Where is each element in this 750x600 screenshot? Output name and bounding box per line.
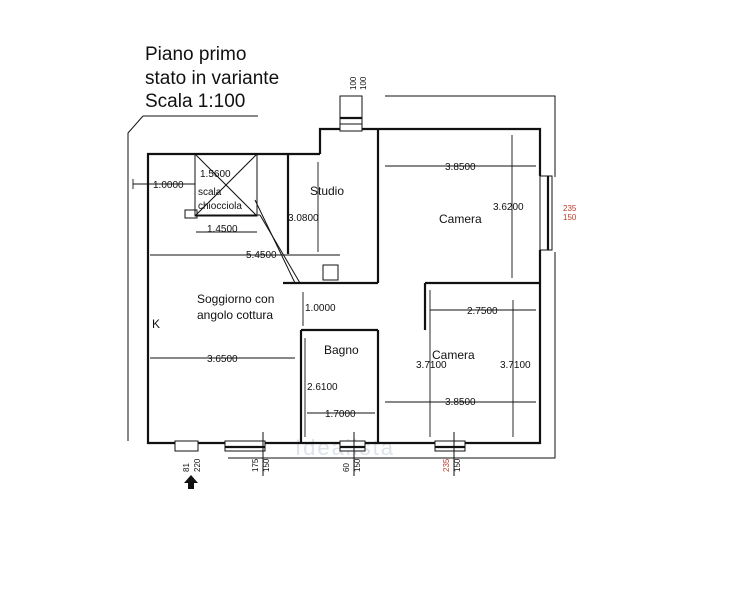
stair-label-2: chiocciola bbox=[198, 201, 242, 212]
arrow-up-icon bbox=[184, 475, 198, 489]
dim-stair-top: 1.5600 bbox=[200, 169, 231, 180]
dim-corridor: 1.0000 bbox=[305, 303, 336, 314]
outer-envelope-left bbox=[127, 115, 144, 441]
room-label-kitchen: K bbox=[152, 317, 160, 331]
title-line-3: Scala 1:100 bbox=[145, 91, 245, 112]
window-right bbox=[539, 175, 553, 251]
bottom-window-1-label-a: 175 bbox=[251, 458, 260, 472]
room-label-bagno: Bagno bbox=[324, 343, 359, 357]
bottom-window-3-label-a: 235 bbox=[442, 458, 451, 472]
window-right-label-b: 150 bbox=[563, 213, 577, 222]
bottom-window-2-label-b: 150 bbox=[353, 458, 362, 472]
room-label-camera-1: Camera bbox=[439, 212, 482, 226]
entry-label-b: 220 bbox=[193, 458, 202, 472]
window-top-label-b: 100 bbox=[359, 76, 368, 90]
dim-camera2-upper: 2.7500 bbox=[467, 306, 498, 317]
windows-bottom bbox=[174, 440, 466, 452]
room-label-studio: Studio bbox=[310, 184, 344, 198]
bottom-window-2-label-a: 60 bbox=[342, 463, 351, 472]
room-label-soggiorno-1: Soggiorno con bbox=[197, 292, 274, 306]
window-top bbox=[339, 95, 363, 132]
stair-label-1: scala bbox=[198, 187, 222, 198]
entry-label-a: 81 bbox=[182, 463, 191, 472]
outer-envelope-top-right bbox=[385, 95, 556, 177]
dim-camera2-right-height: 3.7100 bbox=[500, 360, 531, 371]
window-top-label-a: 100 bbox=[349, 76, 358, 90]
dim-camera1-height: 3.6200 bbox=[493, 202, 524, 213]
room-label-soggiorno-2: angolo cottura bbox=[197, 308, 273, 322]
dim-camera2-width: 3.8500 bbox=[445, 397, 476, 408]
dim-bagno-width: 1.7000 bbox=[325, 409, 356, 420]
outer-envelope-bottom-right bbox=[228, 252, 556, 459]
window-right-label-a: 235 bbox=[563, 204, 577, 213]
spiral-stair bbox=[184, 153, 258, 219]
title-line-2: stato in variante bbox=[145, 68, 279, 89]
title-line-1: Piano primo bbox=[145, 44, 246, 65]
dimension-lines bbox=[132, 135, 536, 437]
dim-studio-height: 3.0800 bbox=[288, 213, 319, 224]
flue-box bbox=[322, 264, 339, 281]
bottom-window-3-label-b: 150 bbox=[453, 458, 462, 472]
dim-living-width: 5.4500 bbox=[246, 250, 277, 261]
dim-camera1-width: 3.8500 bbox=[445, 162, 476, 173]
interior-walls bbox=[195, 129, 540, 443]
dim-camera2-left-height: 3.7100 bbox=[416, 360, 447, 371]
dim-stair-width: 1.4500 bbox=[207, 224, 238, 235]
dim-bagno-height: 2.6100 bbox=[307, 382, 338, 393]
dim-living-lower: 3.6500 bbox=[207, 354, 238, 365]
bottom-window-1-label-b: 150 bbox=[262, 458, 271, 472]
room-label-camera-2: Camera bbox=[432, 348, 475, 362]
dim-left-1: 1.0000 bbox=[153, 180, 184, 191]
